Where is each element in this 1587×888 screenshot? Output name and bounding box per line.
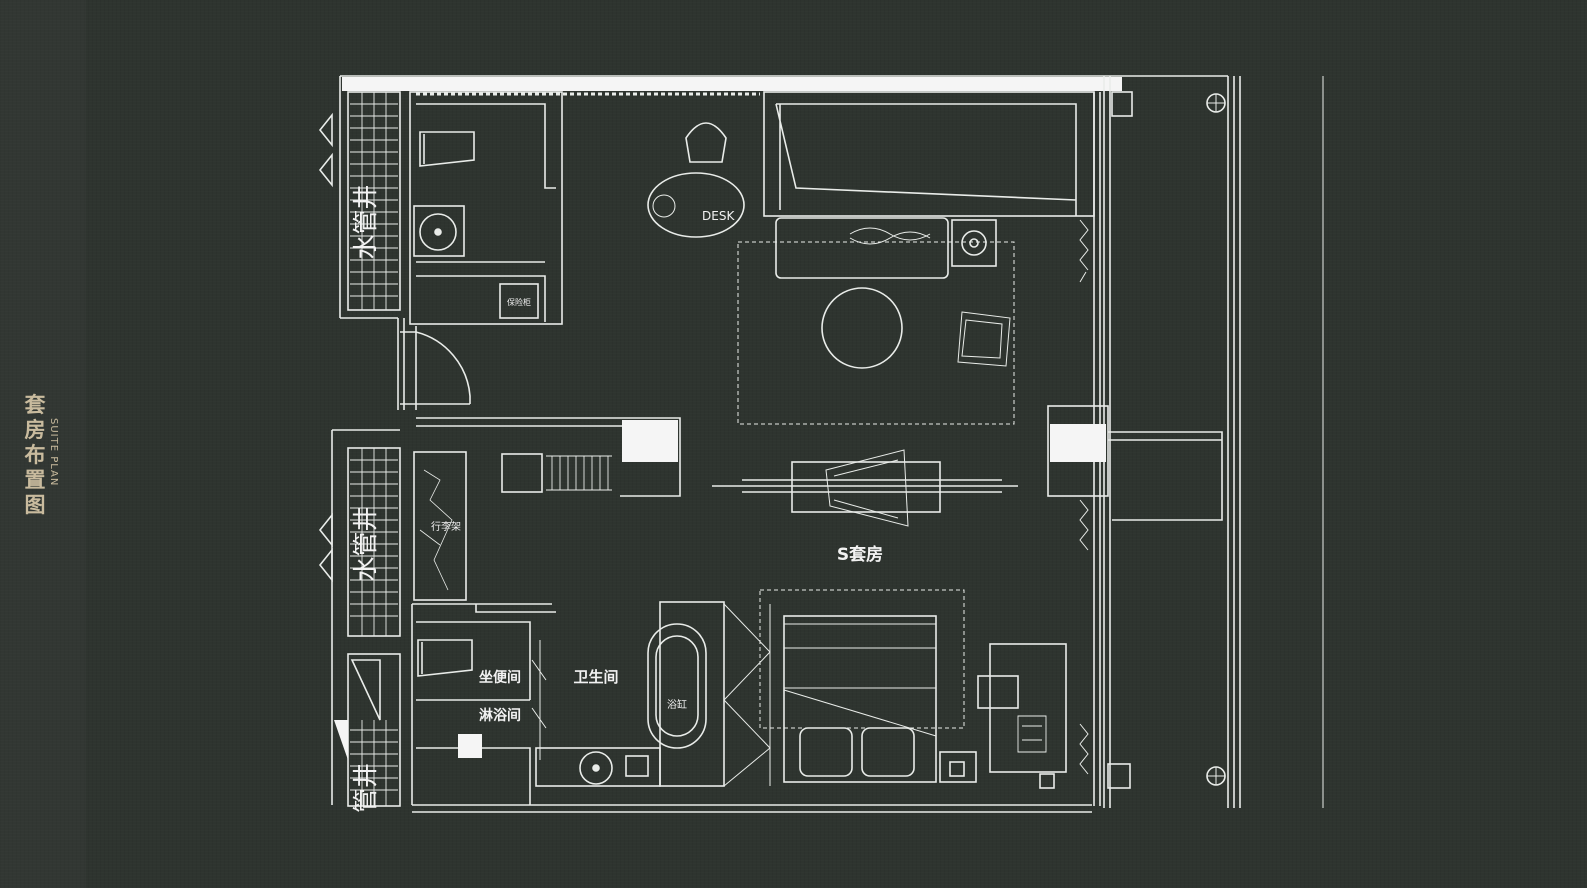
- hanger-rail: [546, 455, 612, 491]
- sofa-cushions: [849, 227, 931, 245]
- nightstand-lamp: [949, 761, 965, 777]
- facade-strip: [342, 77, 1122, 91]
- bathtub: [647, 623, 707, 749]
- shaft-grid-top: [350, 92, 398, 310]
- balcony-socket-bottom: [1107, 763, 1131, 789]
- entry-door-swing: [415, 331, 471, 404]
- entry-door-frame: [400, 326, 470, 410]
- balcony-drain-top-cross: [1207, 94, 1225, 112]
- bath-screen: [723, 603, 771, 787]
- pillow-right: [861, 727, 915, 777]
- bottom-wall: [412, 804, 1092, 813]
- top-bathroom-wall: [409, 91, 563, 325]
- tv-rail: [712, 479, 1018, 493]
- lower-bath-partitions: [416, 621, 531, 805]
- glass-doors: [531, 640, 547, 760]
- label-toilet: 坐便间: [479, 669, 521, 686]
- label-safe: 保险柜: [507, 297, 531, 307]
- label-water-shaft-top: 水管井: [351, 184, 380, 259]
- bed-sheets: [783, 623, 937, 737]
- label-bathroom: 卫生间: [573, 668, 618, 686]
- column-right-frame: [1047, 405, 1109, 497]
- cabinet-chair: [977, 675, 1019, 709]
- right-facade-lines: [1227, 76, 1241, 808]
- entry-corridor: [397, 318, 405, 410]
- curtain-bottom: [1079, 723, 1089, 775]
- luggage-rack: [413, 451, 467, 601]
- balcony-drain-bottom-cross: [1207, 767, 1225, 785]
- sofa: [775, 217, 949, 279]
- window-bay: [763, 91, 1095, 217]
- bathtub-inner: [655, 635, 699, 737]
- coffee-table: [821, 287, 903, 369]
- living-rug: [737, 241, 1015, 425]
- vanity-basin: [579, 751, 613, 785]
- shaft-wedge: [334, 720, 348, 760]
- pipe-shaft-diagonal: [350, 659, 381, 721]
- desk-chair: [685, 122, 727, 163]
- tv-console: [791, 461, 941, 513]
- label-pipe-shaft-bottom: 管井: [351, 763, 380, 813]
- cabinet-appliance: [1017, 715, 1047, 753]
- side-table-lamp-core: [969, 238, 979, 248]
- column-right: [1050, 424, 1106, 462]
- bathtub-zone: [659, 601, 725, 787]
- top-basin-cabinet: [413, 205, 465, 257]
- top-basin-drain: [434, 228, 442, 236]
- side-table: [951, 219, 997, 267]
- top-bath-inner: [416, 103, 556, 322]
- bed-rug: [759, 589, 965, 729]
- vent-arrows-mid: [318, 512, 333, 583]
- floor-socket: [1039, 773, 1055, 789]
- label-suite-name: S套房: [837, 544, 883, 565]
- armchair: [957, 311, 1011, 367]
- minibar: [501, 453, 543, 493]
- lower-bath-wall: [411, 603, 556, 805]
- curtain-top: [1079, 219, 1089, 283]
- column-left: [622, 420, 678, 462]
- vent-arrows-top: [318, 112, 333, 188]
- label-shower: 淋浴间: [479, 707, 521, 724]
- balcony-socket: [1111, 91, 1133, 117]
- shaft-grid-mid: [350, 448, 398, 636]
- shower-drain: [458, 734, 482, 758]
- vanity: [535, 747, 661, 787]
- desk-table: [647, 172, 745, 238]
- curtain-mid: [1079, 499, 1089, 551]
- label-water-shaft-mid: 水管井: [351, 506, 380, 581]
- side-title: 套房布置图: [24, 392, 46, 517]
- label-bathtub: 浴缸: [667, 698, 687, 711]
- pillow-left: [799, 727, 853, 777]
- label-desk: DESK: [702, 209, 735, 223]
- top-toilet: [419, 131, 475, 167]
- window-bay-inner: [775, 103, 1077, 216]
- lower-toilet: [417, 639, 473, 677]
- outer-wall: [331, 75, 1228, 805]
- label-luggage: 行李架: [431, 520, 461, 533]
- desk-lamp: [652, 194, 676, 218]
- shaft-grid-bottom: [350, 720, 398, 806]
- top-basin: [419, 213, 457, 251]
- balcony-bench: [1108, 431, 1223, 521]
- side-subtitle: SUITE PLAN: [48, 418, 59, 487]
- safe-box: [499, 283, 539, 319]
- bed: [783, 615, 937, 783]
- side-table-lamp: [961, 230, 987, 256]
- tv-screen: [825, 449, 909, 527]
- vanity-tray: [625, 755, 649, 777]
- marble-veins: [419, 469, 453, 591]
- vanity-drain: [592, 764, 600, 772]
- nightstand: [939, 751, 977, 783]
